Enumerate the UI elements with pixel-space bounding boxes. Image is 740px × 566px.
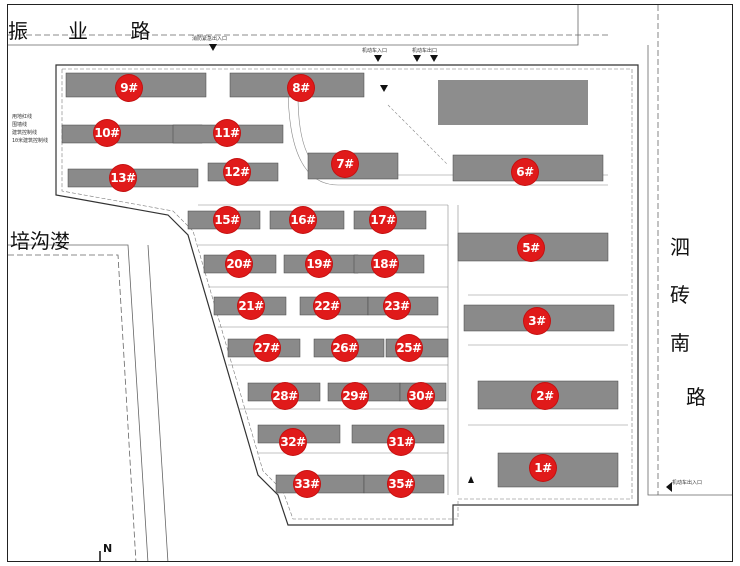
east-road-char-2: 砖 [670, 283, 690, 307]
red-line-note: 用地红线 [12, 114, 33, 120]
building-line-note: 建筑控制线 [12, 130, 38, 136]
setback-note: 10米建筑控制线 [12, 138, 49, 144]
vehicle-exit-label: 机动车出口 [412, 48, 438, 54]
building-marker-11[interactable]: 11# [214, 120, 240, 146]
east-road-char-3: 南 [670, 331, 690, 355]
building-marker-12[interactable]: 12# [224, 159, 250, 185]
entrance-markers [209, 44, 672, 492]
vehicle-entry-label: 机动车入口 [362, 48, 388, 54]
building-marker-27[interactable]: 27# [254, 335, 280, 361]
building-marker-25[interactable]: 25# [396, 335, 422, 361]
building-marker-9[interactable]: 9# [116, 75, 142, 101]
building-marker-20[interactable]: 20# [226, 251, 252, 277]
building-marker-23[interactable]: 23# [384, 293, 410, 319]
north-road-prefix: 振 [8, 19, 28, 43]
building-marker-30[interactable]: 30# [408, 383, 434, 409]
building-marker-1[interactable]: 1# [530, 455, 556, 481]
building-marker-21[interactable]: 21# [238, 293, 264, 319]
north-road-edge [8, 5, 579, 46]
west-road-label: 培沟漤 [10, 229, 70, 253]
rail-note: 围墙线 [12, 122, 28, 128]
parking-area [438, 80, 588, 125]
building-marker-26[interactable]: 26# [332, 335, 358, 361]
building-footprints [61, 72, 619, 494]
site-boundary [55, 64, 639, 526]
building-marker-8[interactable]: 8# [288, 75, 314, 101]
building-marker-29[interactable]: 29# [342, 383, 368, 409]
east-road-edge [647, 45, 732, 496]
building-marker-32[interactable]: 32# [280, 429, 306, 455]
east-road-char-4: 路 [686, 385, 706, 409]
building-marker-16[interactable]: 16# [290, 207, 316, 233]
building-marker-18[interactable]: 18# [372, 251, 398, 277]
west-road-edge [8, 244, 149, 561]
site-plan-frame: 振 业 路 培沟漤 泗 砖 南 路 消防紧急出入口 机动车入口 机动车出口 机动… [7, 4, 733, 562]
building-marker-28[interactable]: 28# [272, 383, 298, 409]
building-marker-31[interactable]: 31# [388, 429, 414, 455]
building-marker-33[interactable]: 33# [294, 471, 320, 497]
building-marker-5[interactable]: 5# [518, 235, 544, 261]
building-marker-7[interactable]: 7# [332, 151, 358, 177]
building-marker-13[interactable]: 13# [110, 165, 136, 191]
building-marker-6[interactable]: 6# [512, 159, 538, 185]
north-marker: N [103, 542, 113, 555]
building-marker-35[interactable]: 35# [388, 471, 414, 497]
building-marker-17[interactable]: 17# [370, 207, 396, 233]
fire-entry-label: 消防紧急出入口 [192, 36, 228, 42]
building-marker-15[interactable]: 15# [214, 207, 240, 233]
east-road-char-1: 泗 [670, 235, 690, 259]
building-marker-2[interactable]: 2# [532, 383, 558, 409]
building-marker-3[interactable]: 3# [524, 308, 550, 334]
building-marker-19[interactable]: 19# [306, 251, 332, 277]
vehicle-entry-exit-label: 机动车出入口 [672, 480, 703, 486]
building-marker-10[interactable]: 10# [94, 120, 120, 146]
north-road-label: 业 路 [68, 19, 169, 43]
building-marker-22[interactable]: 22# [314, 293, 340, 319]
